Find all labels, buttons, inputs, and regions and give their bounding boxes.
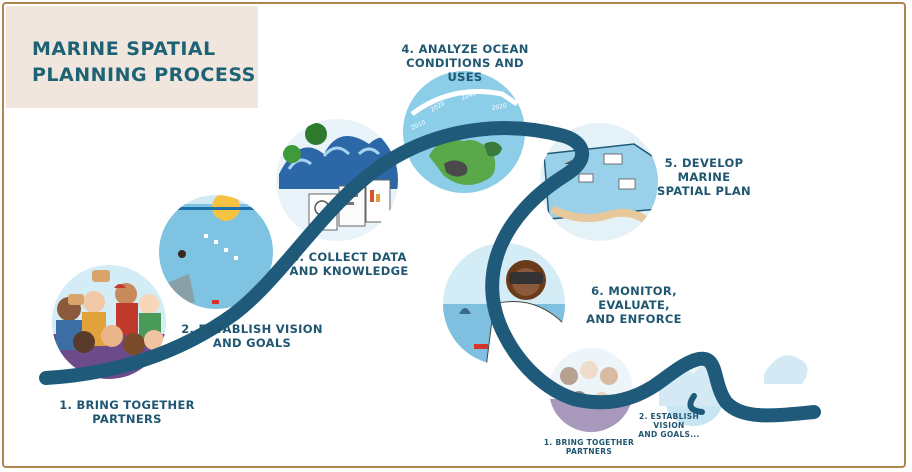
step-3-label: 3. COLLECT DATA AND KNOWLEDGE [289,250,409,278]
path-curl [687,393,705,415]
repeat-step-1-label: 1. BRING TOGETHER PARTNERS [543,438,635,456]
analyze-scene: 2010 2020 2040 2020 [401,69,527,195]
step-6-label: 6. MONITOR, EVALUATE, AND ENFORCE [586,284,682,326]
step-4-label: 4. ANALYZE OCEAN CONDITIONS AND USES [401,42,529,84]
year-label-3: 2040 [460,90,477,102]
year-label-4: 2020 [491,102,507,112]
repeat-step-2-label: 2. ESTABLISH VISION AND GOALS... [638,412,700,439]
diagram-frame: MARINE SPATIAL PLANNING PROCESS [2,2,906,468]
vision-scene [157,193,275,311]
data-scene [274,117,400,243]
step-2-label: 2. ESTABLISH VISION AND GOALS [181,322,323,350]
diagram-title: MARINE SPATIAL PLANNING PROCESS [32,38,256,86]
step-5-label: 5. DEVELOP MARINE SPATIAL PLAN [657,156,751,198]
step-1-label: 1. BRING TOGETHER PARTNERS [59,398,195,426]
title-box: MARINE SPATIAL PLANNING PROCESS [6,6,258,108]
process-illustration: 2010 2020 2040 2020 [39,69,821,432]
monitor-scene [441,241,567,367]
process-path [39,121,821,423]
